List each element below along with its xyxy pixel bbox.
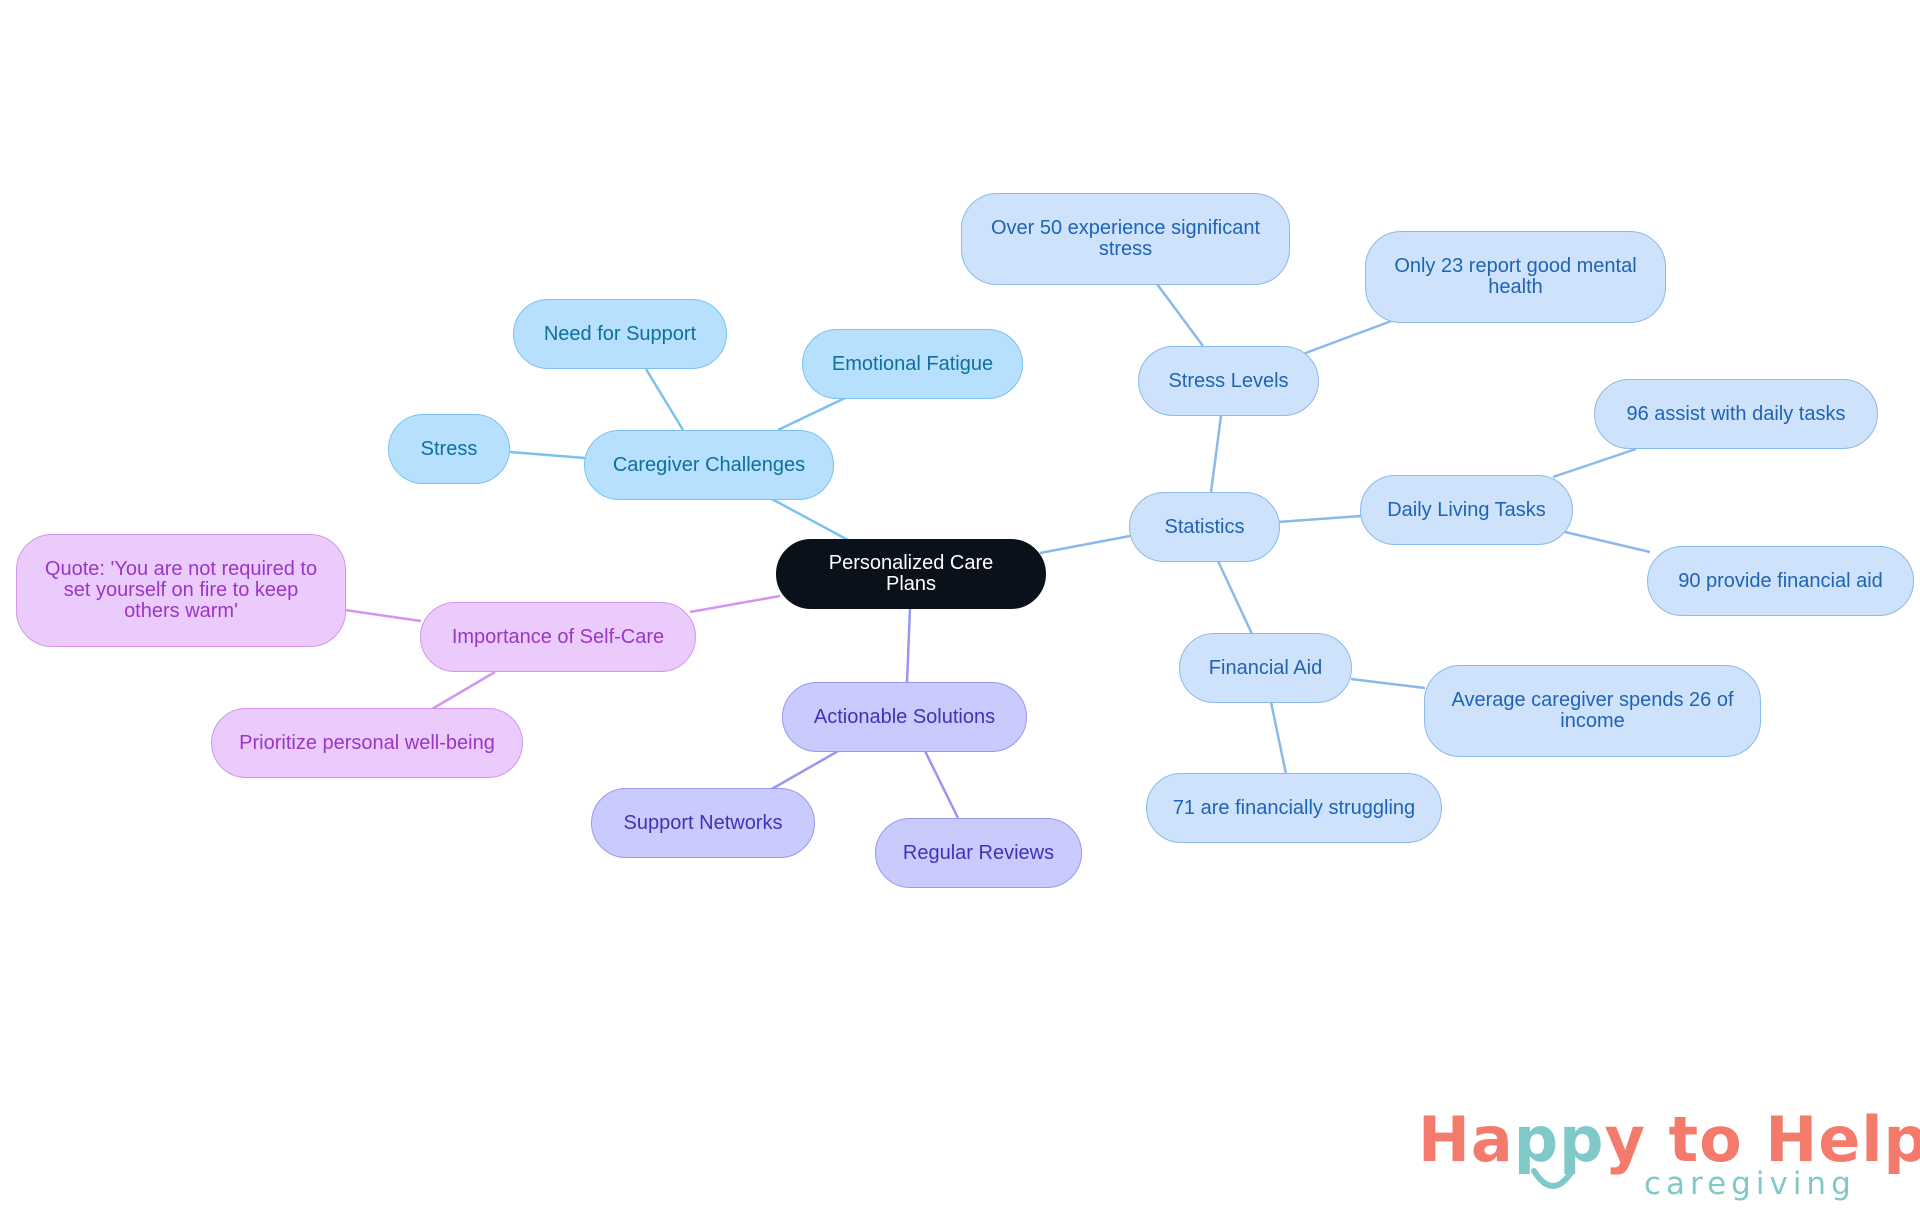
edge-challenges-stress [509, 450, 586, 460]
edge-selfcare-quote [344, 608, 422, 623]
edge-statistics-stresslevels [1209, 415, 1223, 493]
logo-wordmark: Happy to Help [1418, 1103, 1920, 1176]
leaf-only-23-mental-health[interactable]: Only 23 report good mental health [1365, 231, 1666, 323]
leaf-support-networks[interactable]: Support Networks [591, 788, 815, 858]
smile-icon [1531, 1168, 1575, 1189]
edge-solutions-reviews [923, 750, 960, 819]
leaf-71-struggling[interactable]: 71 are financially struggling [1146, 773, 1442, 843]
edge-solutions-networks [769, 748, 841, 792]
edge-center-statistics [1039, 534, 1131, 555]
leaf-26-of-income[interactable]: Average caregiver spends 26 of income [1424, 665, 1761, 757]
leaf-self-care-quote[interactable]: Quote: 'You are not required to set your… [16, 534, 346, 647]
edge-dailyliving-96 [1552, 447, 1637, 479]
center-node[interactable]: Personalized Care Plans [776, 539, 1046, 609]
edge-financialaid-26 [1350, 677, 1426, 690]
sub-stress-levels[interactable]: Stress Levels [1138, 346, 1319, 416]
leaf-90-financial-aid[interactable]: 90 provide financial aid [1647, 546, 1914, 616]
edge-stresslevels-only23 [1302, 318, 1395, 356]
edge-financialaid-71 [1269, 701, 1288, 775]
branch-actionable-solutions[interactable]: Actionable Solutions [782, 682, 1027, 752]
branch-importance-of-self-care[interactable]: Importance of Self-Care [420, 602, 696, 672]
sub-financial-aid[interactable]: Financial Aid [1179, 633, 1352, 703]
leaf-regular-reviews[interactable]: Regular Reviews [875, 818, 1082, 888]
edge-statistics-dailyliving [1277, 514, 1362, 524]
leaf-stress[interactable]: Stress [388, 414, 510, 484]
edge-statistics-financialaid [1216, 560, 1254, 635]
leaf-need-for-support[interactable]: Need for Support [513, 299, 727, 369]
branch-statistics[interactable]: Statistics [1129, 492, 1280, 562]
logo-tagline: caregiving [1644, 1166, 1856, 1202]
leaf-96-daily-tasks[interactable]: 96 assist with daily tasks [1594, 379, 1878, 449]
leaf-over-50-stress[interactable]: Over 50 experience significant stress [961, 193, 1290, 285]
edge-center-challenges [769, 496, 849, 542]
happy-to-help-logo: Happy to Help caregiving [1418, 1105, 1920, 1205]
edge-challenges-support [644, 368, 685, 431]
leaf-emotional-fatigue[interactable]: Emotional Fatigue [802, 329, 1023, 399]
edge-stresslevels-over50 [1155, 283, 1205, 347]
edge-center-solutions [905, 607, 912, 684]
edge-challenges-fatigue [777, 396, 846, 432]
edge-dailyliving-90 [1564, 530, 1651, 554]
leaf-prioritize-well-being[interactable]: Prioritize personal well-being [211, 708, 523, 778]
edge-selfcare-prioritize [431, 670, 496, 711]
edge-center-selfcare [689, 594, 781, 614]
branch-caregiver-challenges[interactable]: Caregiver Challenges [584, 430, 834, 500]
sub-daily-living-tasks[interactable]: Daily Living Tasks [1360, 475, 1573, 545]
